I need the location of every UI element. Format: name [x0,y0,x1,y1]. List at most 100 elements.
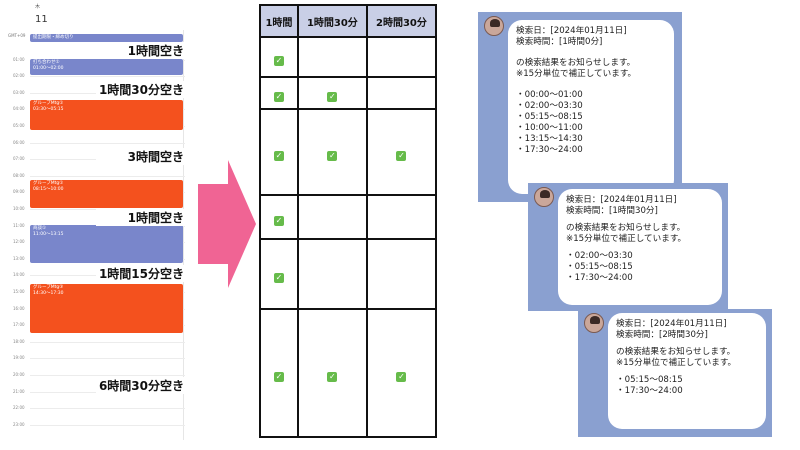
time-slot: 00:00～01:00 [516,90,666,101]
right-arrow-icon [198,160,256,288]
table-row: ✓✓ [259,76,438,110]
hour-label: 16:00 [13,305,25,311]
free-time-label: 1時間空き [96,42,186,59]
table-cell [365,36,438,78]
checkmark-icon: ✓ [396,371,407,382]
time-slot: 02:00～03:30 [516,101,666,112]
hour-label: 04:00 [13,106,25,112]
calendar-event[interactable]: グループMtg① 08:15～10:00 [30,180,183,208]
hour-label: 02:00 [13,73,25,79]
table-cell [296,194,368,240]
column-header-1h30m: 1時間30分 [296,4,368,38]
table-row: ✓ [259,238,438,310]
table-row: ✓ ✓ ✓ [259,308,438,438]
checkmark-icon: ✓ [327,150,338,161]
hour-gridline [30,408,185,410]
calendar-event[interactable]: 提出期限・締め切り [30,34,183,42]
rounding-note: ※15分単位で補正しています。 [616,358,737,368]
table-cell: ✓ [296,76,368,110]
free-time-label: 1時間30分空き [96,81,186,98]
event-title: 提出期限・締め切り [33,35,74,40]
table-cell: ✓ [365,308,438,438]
hour-label: 11:00 [13,222,25,228]
table-row: ✓ [259,36,438,78]
table-row: ✓ [259,194,438,240]
checkmark-icon: ✓ [273,55,284,66]
hour-gridline [30,341,185,343]
hour-label: 01:00 [13,56,25,62]
hour-gridline [30,175,185,177]
hour-label: 07:00 [13,156,25,162]
message-bubble: 検索日：[2024年01月11日] 検索時間：[1時間0分] の検索結果をお知ら… [508,20,674,194]
search-date: 検索日：[2024年01月11日] [566,195,677,205]
search-date: 検索日：[2024年01月11日] [616,319,727,329]
time-slot: 05:15～08:15 [566,262,714,273]
search-duration: 検索時間：[1時間30分] [566,206,658,216]
checkmark-icon: ✓ [273,150,284,161]
time-slot: 05:15～08:15 [616,375,758,386]
event-time: 14:30～17:30 [33,290,64,296]
bot-avatar [484,16,504,36]
table-cell: ✓ [296,308,368,438]
checkmark-icon: ✓ [327,91,338,102]
hour-gridline [30,358,185,360]
time-slot: 10:00～11:00 [516,123,666,134]
hour-label: 09:00 [13,189,25,195]
hour-label: 12:00 [13,239,25,245]
checkmark-icon: ✓ [273,215,284,226]
event-time: 03:30～05:15 [33,106,64,112]
availability-table: 1時間 1時間30分 2時間30分 ✓✓✓✓✓✓✓✓✓✓✓ [259,4,438,438]
hour-label: 19:00 [13,355,25,361]
calendar-event[interactable]: 商談① 11:00～13:15 [30,225,183,263]
calendar-event[interactable]: グループMtg③ 14:30～17:30 [30,284,183,333]
column-header-1h: 1時間 [259,4,299,38]
rounding-note: ※15分単位で補正しています。 [516,69,637,79]
message-bubble: 検索日：[2024年01月11日] 検索時間：[2時間30分] の検索結果をお知… [608,313,766,429]
hour-label: 13:00 [13,255,25,261]
message-bubble: 検索日：[2024年01月11日] 検索時間：[1時間30分] の検索結果をお知… [558,189,722,305]
free-time-label: 3時間空き [96,148,186,165]
checkmark-icon: ✓ [273,371,284,382]
table-cell: ✓ [296,108,368,196]
time-slot: 05:15～08:15 [516,112,666,123]
free-time-label: 1時間15分空き [96,265,186,282]
event-title: グループMtg① [33,101,64,106]
hour-label: 15:00 [13,289,25,294]
table-cell: ✓ [259,76,299,110]
checkmark-icon: ✓ [396,150,407,161]
event-time: 01:00～02:00 [33,65,64,71]
table-cell [365,238,438,310]
event-time: 11:00～13:15 [33,231,64,237]
calendar-event[interactable]: グループMtg① 03:30～05:15 [30,100,183,130]
calendar-event[interactable]: 打ち合わせ① 01:00～02:00 [30,59,183,75]
table-cell: ✓ [259,238,299,310]
hour-label: 10:00 [13,206,25,211]
calendar-divider [183,30,184,440]
day-number[interactable]: 11 [35,14,48,25]
timezone-label: GMT+09 [8,33,26,38]
hour-label: 08:00 [13,172,25,178]
search-date: 検索日：[2024年01月11日] [516,26,627,36]
hour-gridline [30,424,185,426]
table-cell: ✓ [365,108,438,196]
chat-card: 検索日：[2024年01月11日] 検索時間：[2時間30分] の検索結果をお知… [578,309,772,437]
hour-label: 05:00 [13,123,25,128]
search-duration: 検索時間：[2時間30分] [616,330,708,340]
time-slot: 17:30～24:00 [516,145,666,156]
result-notice: の検索結果をお知らせします。 [616,347,736,357]
free-time-label: 6時間30分空き [96,377,186,394]
hour-label: 22:00 [13,405,25,411]
table-cell [365,194,438,240]
event-title: 商談① [33,226,47,231]
search-duration: 検索時間：[1時間0分] [516,37,603,47]
hour-label: 06:00 [13,139,25,145]
checkmark-icon: ✓ [273,91,284,102]
hour-label: 20:00 [13,372,25,377]
table-cell [365,76,438,110]
checkmark-icon: ✓ [327,371,338,382]
event-time: 08:15～10:00 [33,186,64,192]
hour-gridline [30,142,185,144]
column-header-2h30m: 2時間30分 [365,4,438,38]
checkmark-icon: ✓ [273,272,284,283]
